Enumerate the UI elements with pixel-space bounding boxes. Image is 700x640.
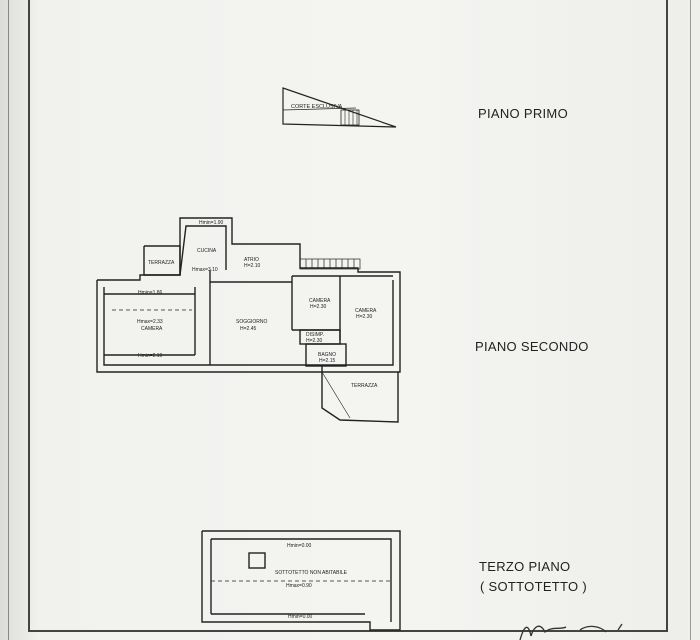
label-cucina-hmin: Hmin=1.90 [199,220,224,226]
label-disimp-h: H=2.30 [306,338,322,344]
label-camera-left: CAMERA [141,326,163,332]
label-soggiorno: SOGGIORNO [236,319,268,325]
label-cucina: CUCINA [197,248,217,254]
label-terrazza-right: TERRAZZA [351,383,378,389]
label-camera-right: CAMERA [355,308,377,314]
label-camera-right-h: H=2.30 [356,314,372,320]
plan-piano-primo: CORTE ESCLUSIVA [282,87,397,128]
label-hmin-top: Hmin=0.00 [287,543,312,549]
label-cucina-hmax: Hmax=3.10 [192,267,218,273]
label-atrio: ATRIO [244,257,259,263]
page-edge-right [690,0,691,640]
floor-title-terzo-piano: TERZO PIANO [479,559,571,574]
plan-terzo-piano: Hmin=0.00 SOTTOTETTO NON ABITABILE Hmax=… [201,530,401,631]
label-sottotetto: SOTTOTETTO NON ABITABILE [275,570,348,576]
page-edge-left [8,0,9,640]
label-disimp: DISIMP. [306,332,324,338]
label-camera-mid: CAMERA [309,298,331,304]
label-bagno: BAGNO [318,352,336,358]
label-camera-left-hmin: Hmin=1.86 [138,290,163,296]
floor-subtitle-sottotetto: ( SOTTOTETTO ) [480,579,587,594]
signature [519,623,623,640]
label-hmax: Hmax=0.90 [286,583,312,589]
label-camera-mid-h: H=2.30 [310,304,326,310]
label-soggiorno-h: H=2.45 [240,326,256,332]
label-terrazza-left: TERRAZZA [148,260,175,266]
floor-title-piano-secondo: PIANO SECONDO [475,339,589,354]
label-bagno-h: H=2.15 [319,358,335,364]
label-hmin-bottom: Hmin=0.00 [288,614,313,620]
plan-piano-secondo: TERRAZZA Hmin=1.90 CUCINA Hmax=3.10 ATRI… [96,217,401,423]
drawing-frame [28,0,668,632]
label-camera-left-hmax: Hmax=2.33 [137,319,163,325]
label-camera-left-h: Hmin=2.10 [138,353,163,359]
label-atrio-h: H=2.10 [244,263,260,269]
corte-outline [282,87,397,128]
floor-title-piano-primo: PIANO PRIMO [478,106,568,121]
corte-label: CORTE ESCLUSIVA [291,104,342,110]
